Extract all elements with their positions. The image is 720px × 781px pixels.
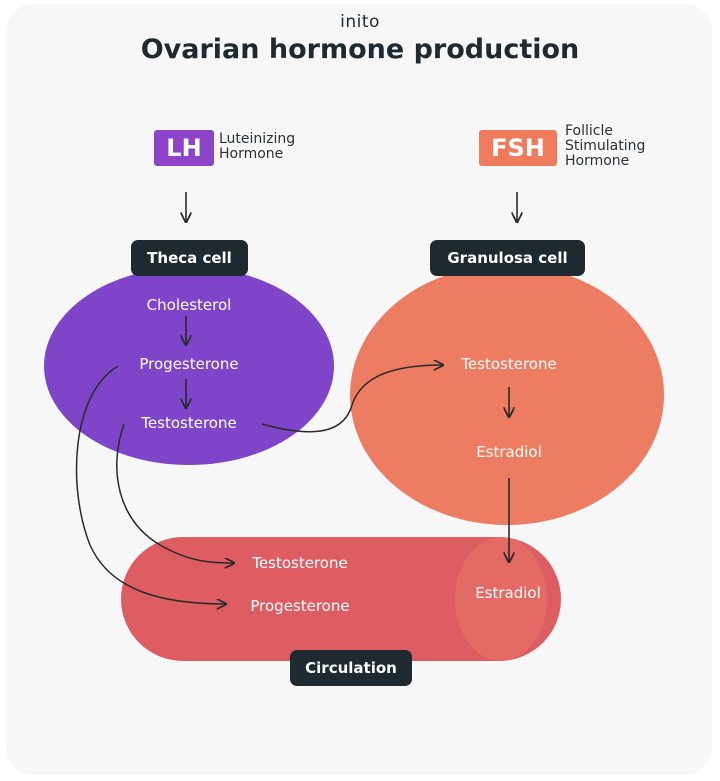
lh-full-name: Luteinizing Hormone bbox=[219, 132, 329, 162]
fsh-full-name: Follicle Stimulating Hormone bbox=[565, 124, 675, 169]
granulosa-cell-label: Granulosa cell bbox=[430, 240, 585, 276]
theca-step-progesterone: Progesterone bbox=[139, 355, 239, 373]
fsh-badge: FSH bbox=[479, 130, 557, 166]
inito-logo: inito bbox=[340, 12, 380, 32]
circulation-item-estradiol: Estradiol bbox=[475, 584, 541, 602]
testosterone-transfer-arrow bbox=[261, 365, 443, 433]
circulation-item-progesterone: Progesterone bbox=[250, 597, 350, 615]
fsh-name-line1: Follicle bbox=[565, 123, 613, 139]
lh-name-line2: Hormone bbox=[219, 146, 284, 162]
granulosa-cell bbox=[350, 265, 664, 525]
circulation-tube-end bbox=[455, 537, 547, 661]
progesterone-to-circulation-arrow bbox=[75, 365, 226, 604]
lh-badge: LH bbox=[154, 130, 214, 166]
testosterone-to-circulation-arrow bbox=[116, 423, 234, 563]
circulation-label: Circulation bbox=[290, 650, 412, 686]
lh-name-line1: Luteinizing bbox=[219, 131, 296, 147]
theca-cell bbox=[44, 267, 334, 465]
theca-step-cholesterol: Cholesterol bbox=[146, 296, 232, 314]
granulosa-step-testosterone: Testosterone bbox=[461, 355, 557, 373]
granulosa-step-estradiol: Estradiol bbox=[476, 443, 542, 461]
page-title: Ovarian hormone production bbox=[140, 34, 580, 65]
theca-step-testosterone: Testosterone bbox=[141, 414, 237, 432]
fsh-name-line3: Hormone bbox=[565, 153, 630, 169]
theca-cell-label: Theca cell bbox=[131, 240, 248, 276]
fsh-name-line2: Stimulating bbox=[565, 138, 646, 154]
circulation-item-testosterone: Testosterone bbox=[252, 554, 348, 572]
